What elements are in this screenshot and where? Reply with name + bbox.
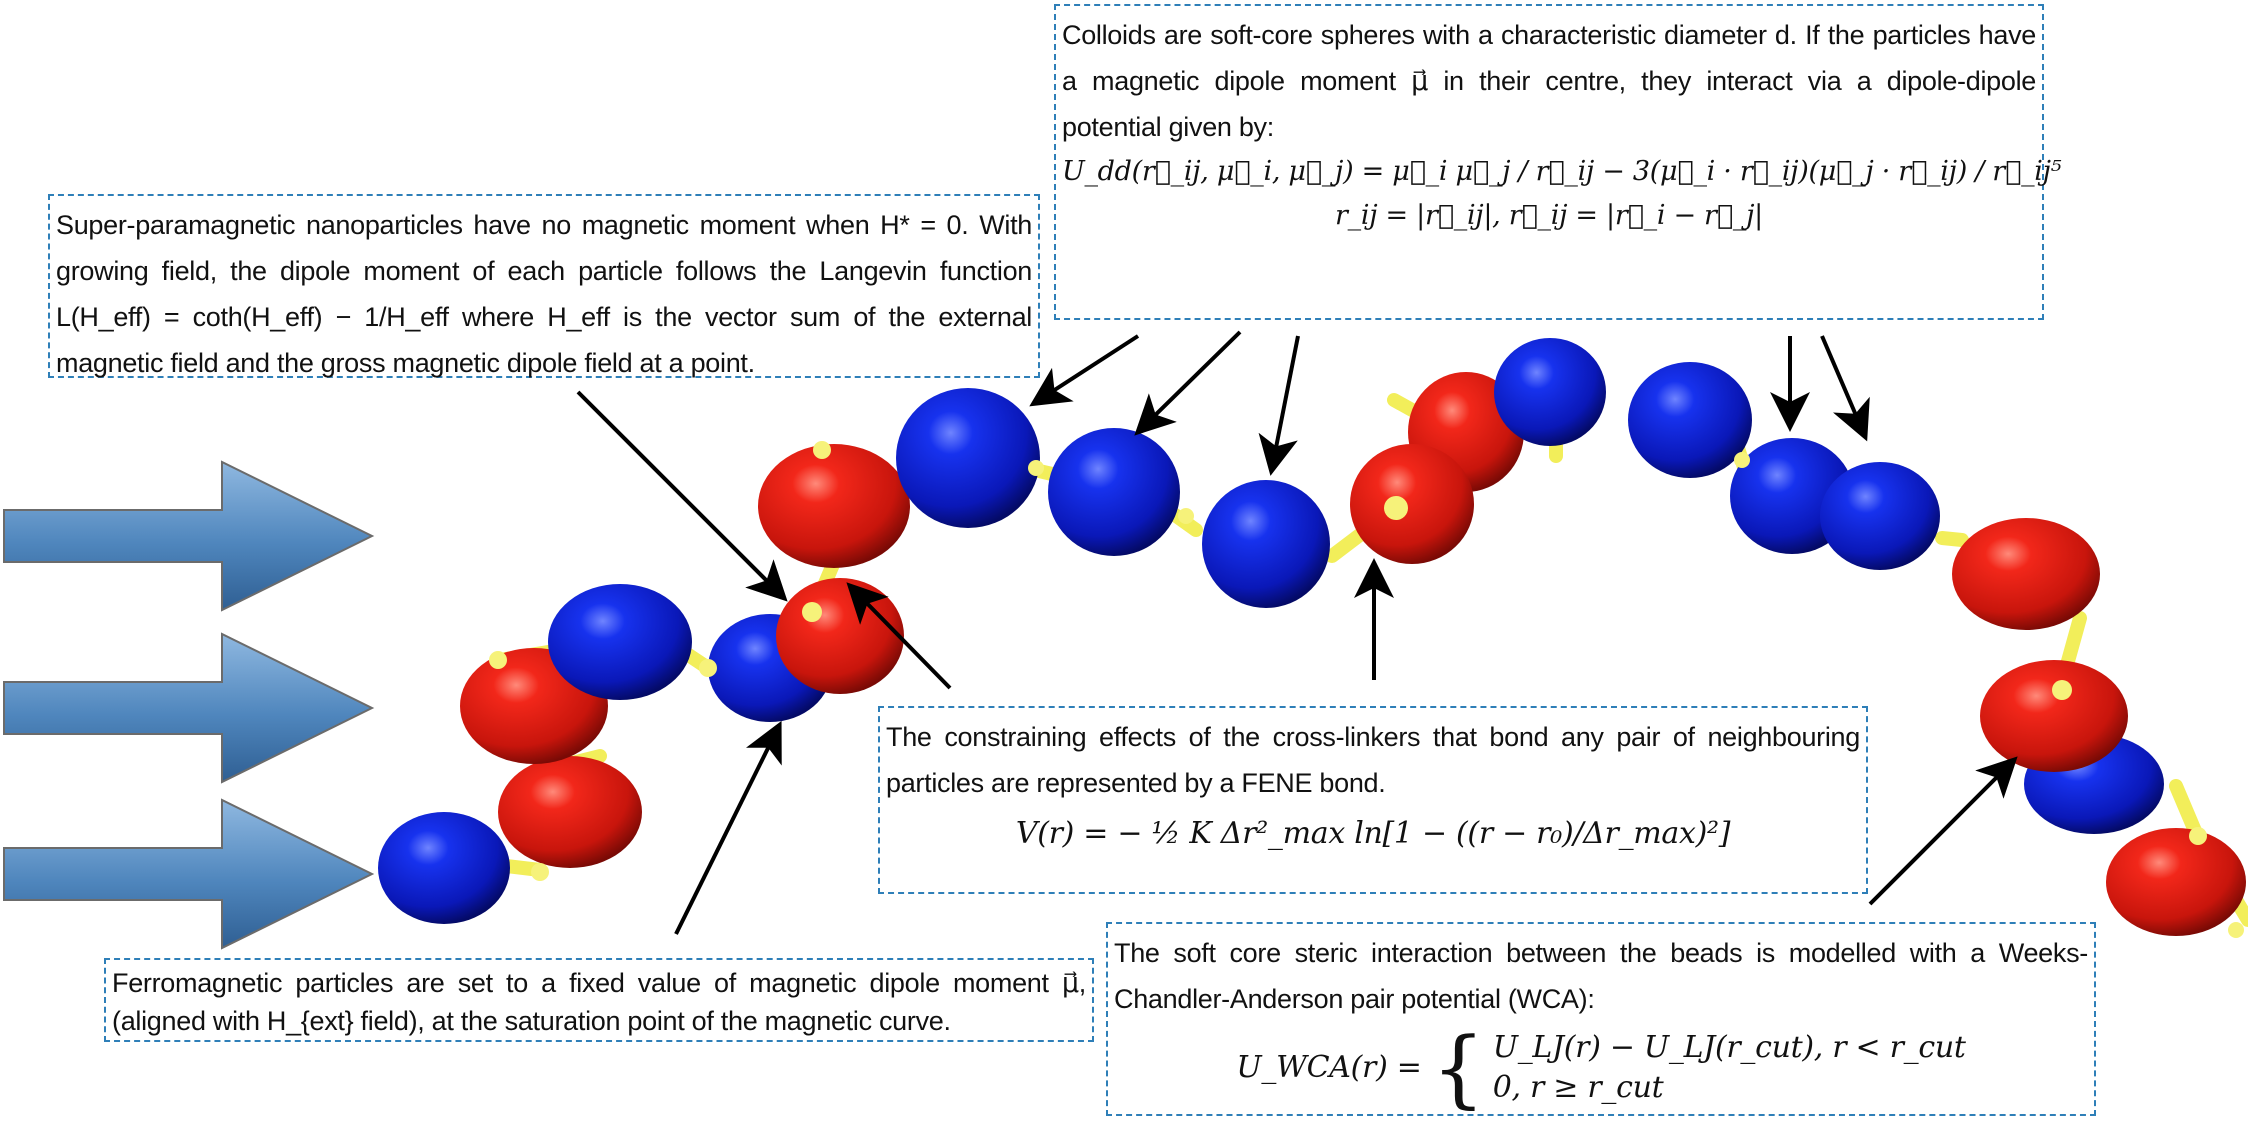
- wca-brace: {: [1431, 1019, 1485, 1117]
- bond-caps: [489, 441, 2244, 938]
- distance-equation-line: r_ij = |r⃗_ij|, r⃗_ij = |r⃗_i − r⃗_j|: [1335, 200, 1763, 231]
- wca-annotation: The soft core steric interaction between…: [1106, 922, 2096, 1116]
- pointer-arrows: [576, 330, 2018, 935]
- fene-equation: V(r) = − ½ K Δr²_max ln[1 − ((r − r₀)/Δr…: [1015, 816, 1731, 851]
- fene-bond-annotation: The constraining effects of the cross-li…: [878, 706, 1868, 894]
- ferromagnetic-bead: [758, 444, 910, 568]
- superparamagnetic-bead: [1820, 462, 1940, 570]
- superparamagnetic-description: Super-paramagnetic nanoparticles have no…: [56, 210, 1032, 378]
- ferromagnetic-bead: [1980, 660, 2128, 772]
- dipole-equation-line: U_dd(r⃗_ij, μ⃗_i, μ⃗_j) = μ⃗_i μ⃗_j / r⃗…: [1062, 156, 2062, 187]
- ferromagnetic-bead: [498, 756, 642, 868]
- ferromagnetic-bead: [1952, 518, 2100, 630]
- wca-cases: U_LJ(r) − U_LJ(r_cut), r < r_cut 0, r ≥ …: [1493, 1028, 1966, 1108]
- field-arrow-icon: [3, 632, 375, 784]
- superparamagnetic-annotation: Super-paramagnetic nanoparticles have no…: [48, 194, 1040, 378]
- ferromagnetic-bead: [776, 578, 904, 694]
- wca-equation: U_WCA(r) = { U_LJ(r) − U_LJ(r_cut), r < …: [1114, 1026, 2088, 1110]
- beads: [378, 338, 2246, 936]
- wca-equation-lhs: U_WCA(r) =: [1236, 1050, 1422, 1085]
- superparamagnetic-bead: [1048, 428, 1180, 556]
- dipole-description: Colloids are soft-core spheres with a ch…: [1062, 20, 2036, 142]
- ferromagnetic-annotation: Ferromagnetic particles are set to a fix…: [104, 958, 1094, 1042]
- wca-description: The soft core steric interaction between…: [1114, 938, 2088, 1014]
- ferromagnetic-description: Ferromagnetic particles are set to a fix…: [112, 968, 1086, 1036]
- superparamagnetic-bead: [378, 812, 510, 924]
- field-arrows: [3, 460, 375, 950]
- dipole-dipole-annotation: Colloids are soft-core spheres with a ch…: [1054, 4, 2062, 320]
- ferromagnetic-bead: [2106, 828, 2246, 936]
- field-arrow-icon: [3, 460, 375, 612]
- fene-description: The constraining effects of the cross-li…: [886, 722, 1860, 798]
- wca-case-2: 0, r ≥ r_cut: [1492, 1070, 1664, 1105]
- superparamagnetic-bead: [896, 388, 1040, 528]
- superparamagnetic-bead: [1494, 338, 1606, 446]
- superparamagnetic-bead: [1628, 362, 1752, 478]
- field-arrow-icon: [3, 798, 375, 950]
- wca-case-1: U_LJ(r) − U_LJ(r_cut), r < r_cut: [1492, 1030, 1966, 1065]
- ferromagnetic-bead: [1350, 444, 1474, 564]
- superparamagnetic-bead: [1202, 480, 1330, 608]
- superparamagnetic-bead: [548, 584, 692, 700]
- dipole-potential-equation: U_dd(r⃗_ij, μ⃗_i, μ⃗_j) = μ⃗_i μ⃗_j / r⃗…: [1062, 150, 2062, 238]
